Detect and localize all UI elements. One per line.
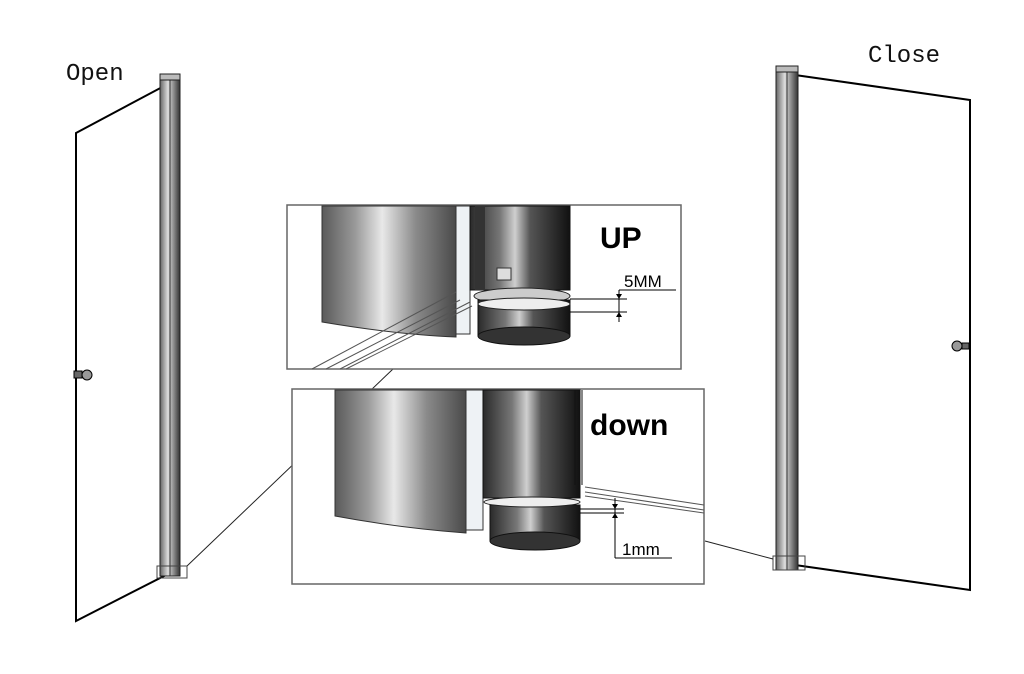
- door-glass-panel: [75, 83, 167, 623]
- door-glass-panel: [794, 73, 971, 592]
- up-dimension: 5MM: [624, 272, 662, 291]
- up-title: UP: [600, 222, 642, 255]
- inset-down: down 1mm: [291, 388, 705, 585]
- detail-marker: [772, 555, 806, 571]
- open-label: Open: [66, 61, 124, 88]
- close-label: Close: [868, 43, 940, 70]
- detail-marker: [156, 565, 188, 579]
- down-title: down: [590, 409, 668, 442]
- open-door: Open: [66, 61, 394, 623]
- down-dimension: 1mm: [622, 540, 660, 559]
- door-knob-icon: [951, 340, 970, 352]
- inset-up: UP 5MM: [286, 204, 682, 370]
- closed-door: Close: [704, 43, 971, 592]
- door-knob-icon: [73, 369, 93, 381]
